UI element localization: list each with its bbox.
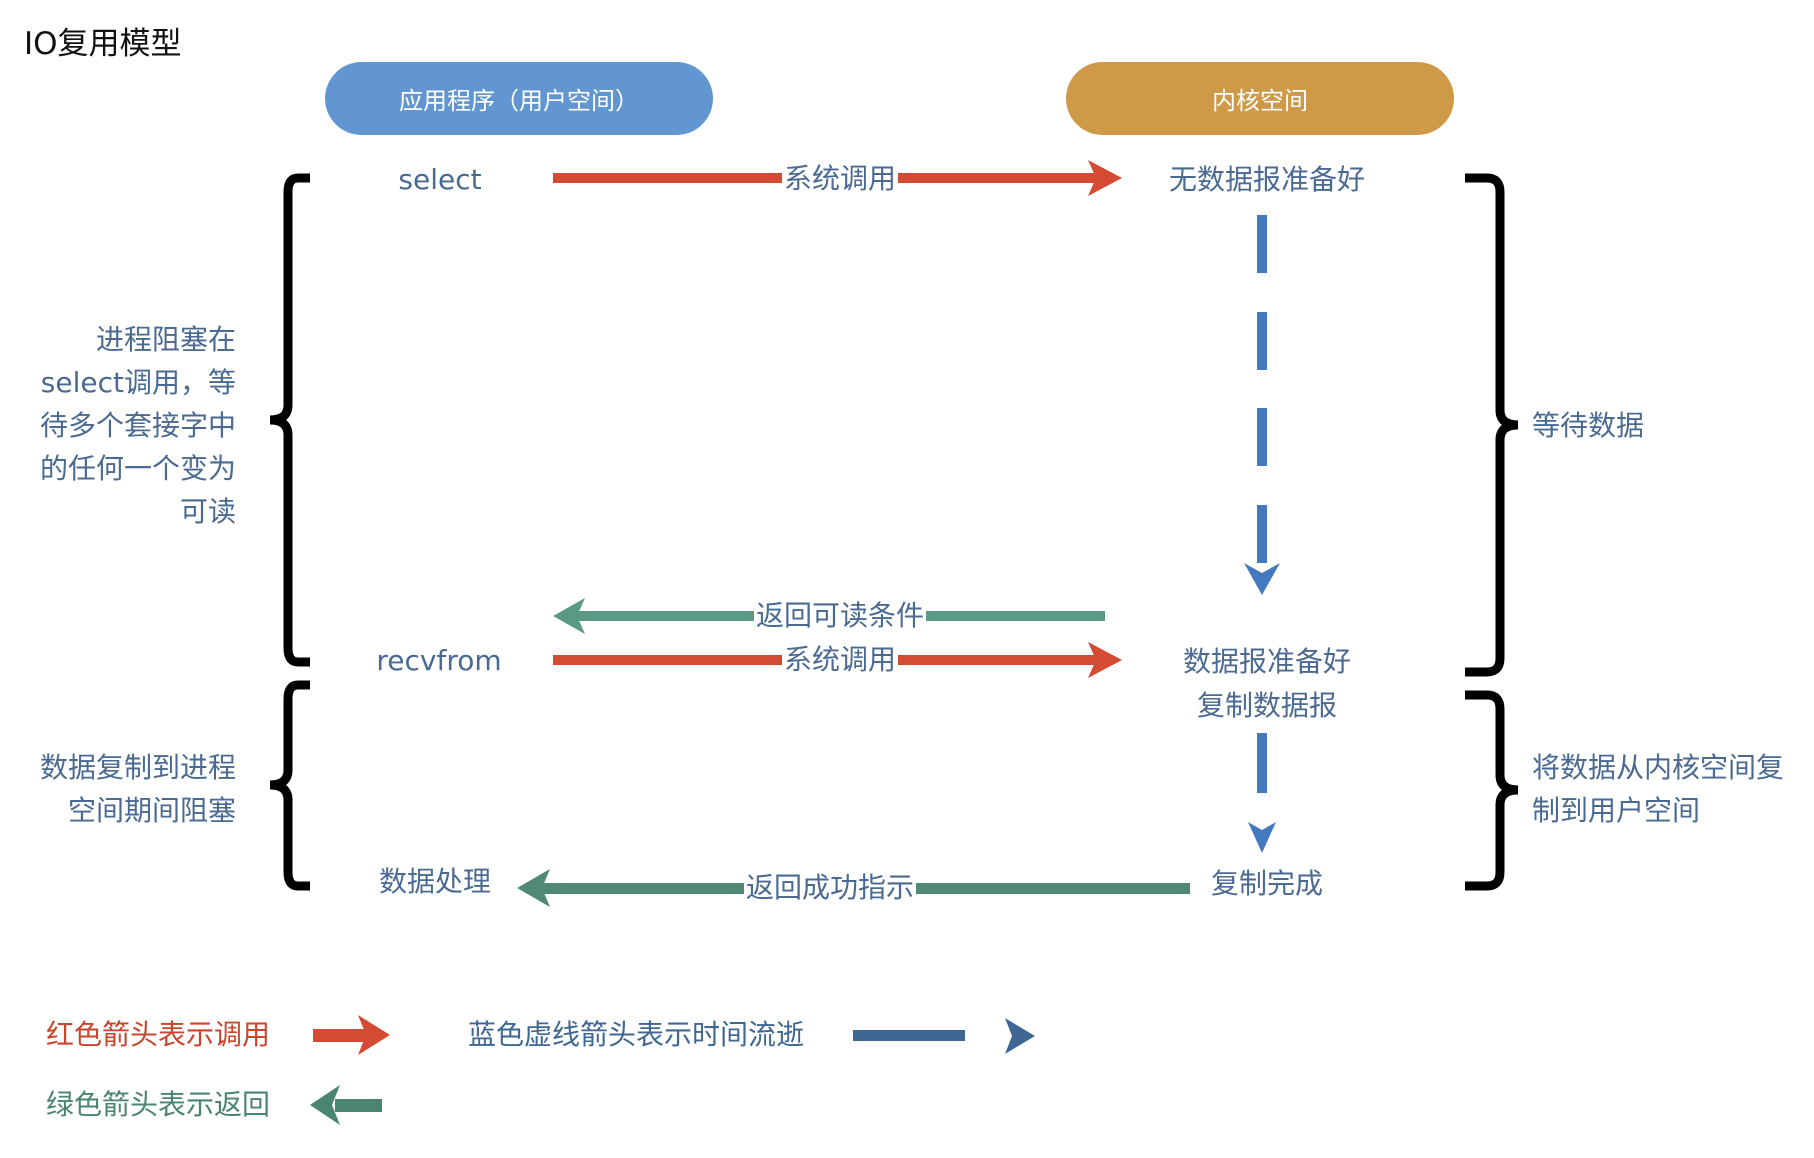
datagram-ready-label: 数据报准备好 xyxy=(1182,645,1352,678)
copy-complete-label: 复制完成 xyxy=(1210,867,1324,900)
block-copy-note-line: 空间期间阻塞 xyxy=(67,794,236,827)
right-brace-wait xyxy=(1465,173,1519,677)
wait-data-note: 等待数据 xyxy=(1532,409,1645,442)
return-readable-label: 返回可读条件 xyxy=(753,599,927,632)
legend-green-arrow xyxy=(310,1085,382,1125)
time-arrow-wait xyxy=(1244,215,1280,595)
block-select-note-line: 进程阻塞在 xyxy=(95,323,236,356)
legend-green-label: 绿色箭头表示返回 xyxy=(46,1088,271,1121)
diagram-title: IO复用模型 xyxy=(24,26,182,62)
select-call-label: select xyxy=(398,163,482,196)
legend-blue-label: 蓝色虚线箭头表示时间流逝 xyxy=(468,1018,805,1051)
syscall-1-label: 系统调用 xyxy=(781,162,899,195)
copy-note-line: 将数据从内核空间复 xyxy=(1532,751,1785,784)
block-select-note-line: select调用，等 xyxy=(40,366,236,399)
legend-red-label: 红色箭头表示调用 xyxy=(46,1018,271,1051)
time-arrow-copy xyxy=(1248,733,1276,853)
syscall-2-label: 系统调用 xyxy=(781,643,899,676)
legend-blue-dash xyxy=(853,1018,1035,1054)
legend-red-arrow xyxy=(313,1015,390,1055)
block-select-note-line: 待多个套接字中 xyxy=(39,409,236,442)
left-brace-select xyxy=(269,173,310,667)
no-datagram-ready-label: 无数据报准备好 xyxy=(1168,163,1366,196)
block-copy-note-line: 数据复制到进程 xyxy=(39,751,236,784)
right-brace-copy xyxy=(1465,690,1519,891)
block-select-note-line: 的任何一个变为 xyxy=(39,452,236,485)
copy-note-line: 制到用户空间 xyxy=(1532,794,1701,827)
return-success-label: 返回成功指示 xyxy=(743,871,917,904)
recvfrom-call-label: recvfrom xyxy=(376,644,502,677)
data-processing-label: 数据处理 xyxy=(378,865,492,898)
copy-datagram-label: 复制数据报 xyxy=(1196,689,1338,722)
kernel-space-header: 内核空间 xyxy=(1066,62,1454,135)
block-select-note-line: 可读 xyxy=(179,495,236,528)
user-space-header: 应用程序（用户空间） xyxy=(325,62,713,135)
left-brace-copy xyxy=(269,680,310,891)
